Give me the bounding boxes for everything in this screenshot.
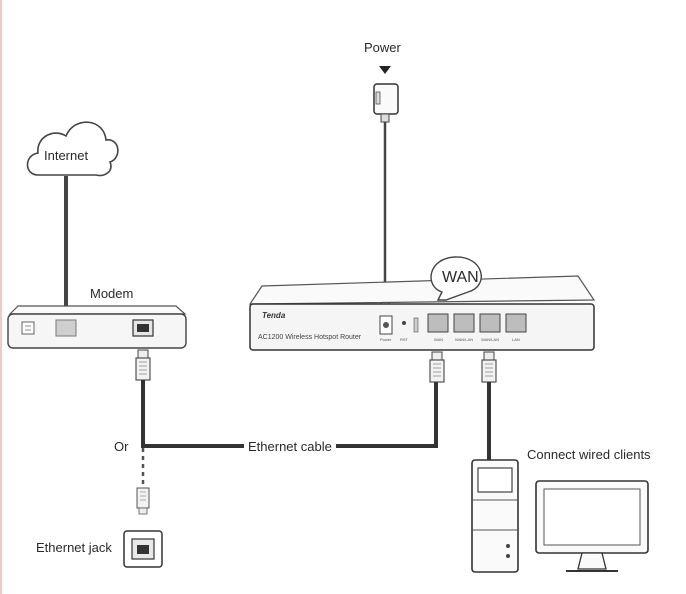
ethernet-jack-label: Ethernet jack xyxy=(36,540,112,555)
ethernet-jack-icon xyxy=(123,530,163,568)
ethernet-jack-plug-icon xyxy=(136,487,150,515)
router-wan-plug-icon xyxy=(429,351,445,383)
router-brand-label: Tenda xyxy=(262,311,286,320)
wan-callout-bubble xyxy=(430,256,482,301)
port-caption-wan-lan-2: WAN/LAN xyxy=(481,337,500,342)
power-adapter-icon xyxy=(373,66,399,123)
power-label: Power xyxy=(364,40,401,55)
internet-cloud-icon xyxy=(26,121,119,177)
monitor-icon xyxy=(535,480,649,572)
modem-label: Modem xyxy=(90,286,134,301)
modem-ethernet-plug-icon xyxy=(135,349,151,381)
port-caption-lan: LAN xyxy=(512,337,520,342)
modem-device xyxy=(7,305,187,349)
left-edge-rule xyxy=(0,0,2,594)
port-caption-wan: WAN xyxy=(434,337,444,342)
port-caption-rst: RST xyxy=(400,337,408,342)
wan-label: WAN xyxy=(442,269,479,286)
ethernet-cable-line xyxy=(141,380,438,448)
router-lan-plug-icon xyxy=(481,351,497,383)
router-device xyxy=(248,275,596,351)
port-caption-wan-lan-1: WAN/LAN xyxy=(455,337,474,342)
router-model-label: AC1200 Wireless Hotspot Router xyxy=(258,334,362,341)
connect-wired-clients-label: Connect wired clients xyxy=(527,447,651,462)
ethernet-cable-label: Ethernet cable xyxy=(244,440,336,453)
or-label: Or xyxy=(110,440,133,453)
port-caption-power: Power xyxy=(380,337,392,342)
pc-tower-icon xyxy=(471,459,519,573)
internet-label: Internet xyxy=(44,148,89,163)
